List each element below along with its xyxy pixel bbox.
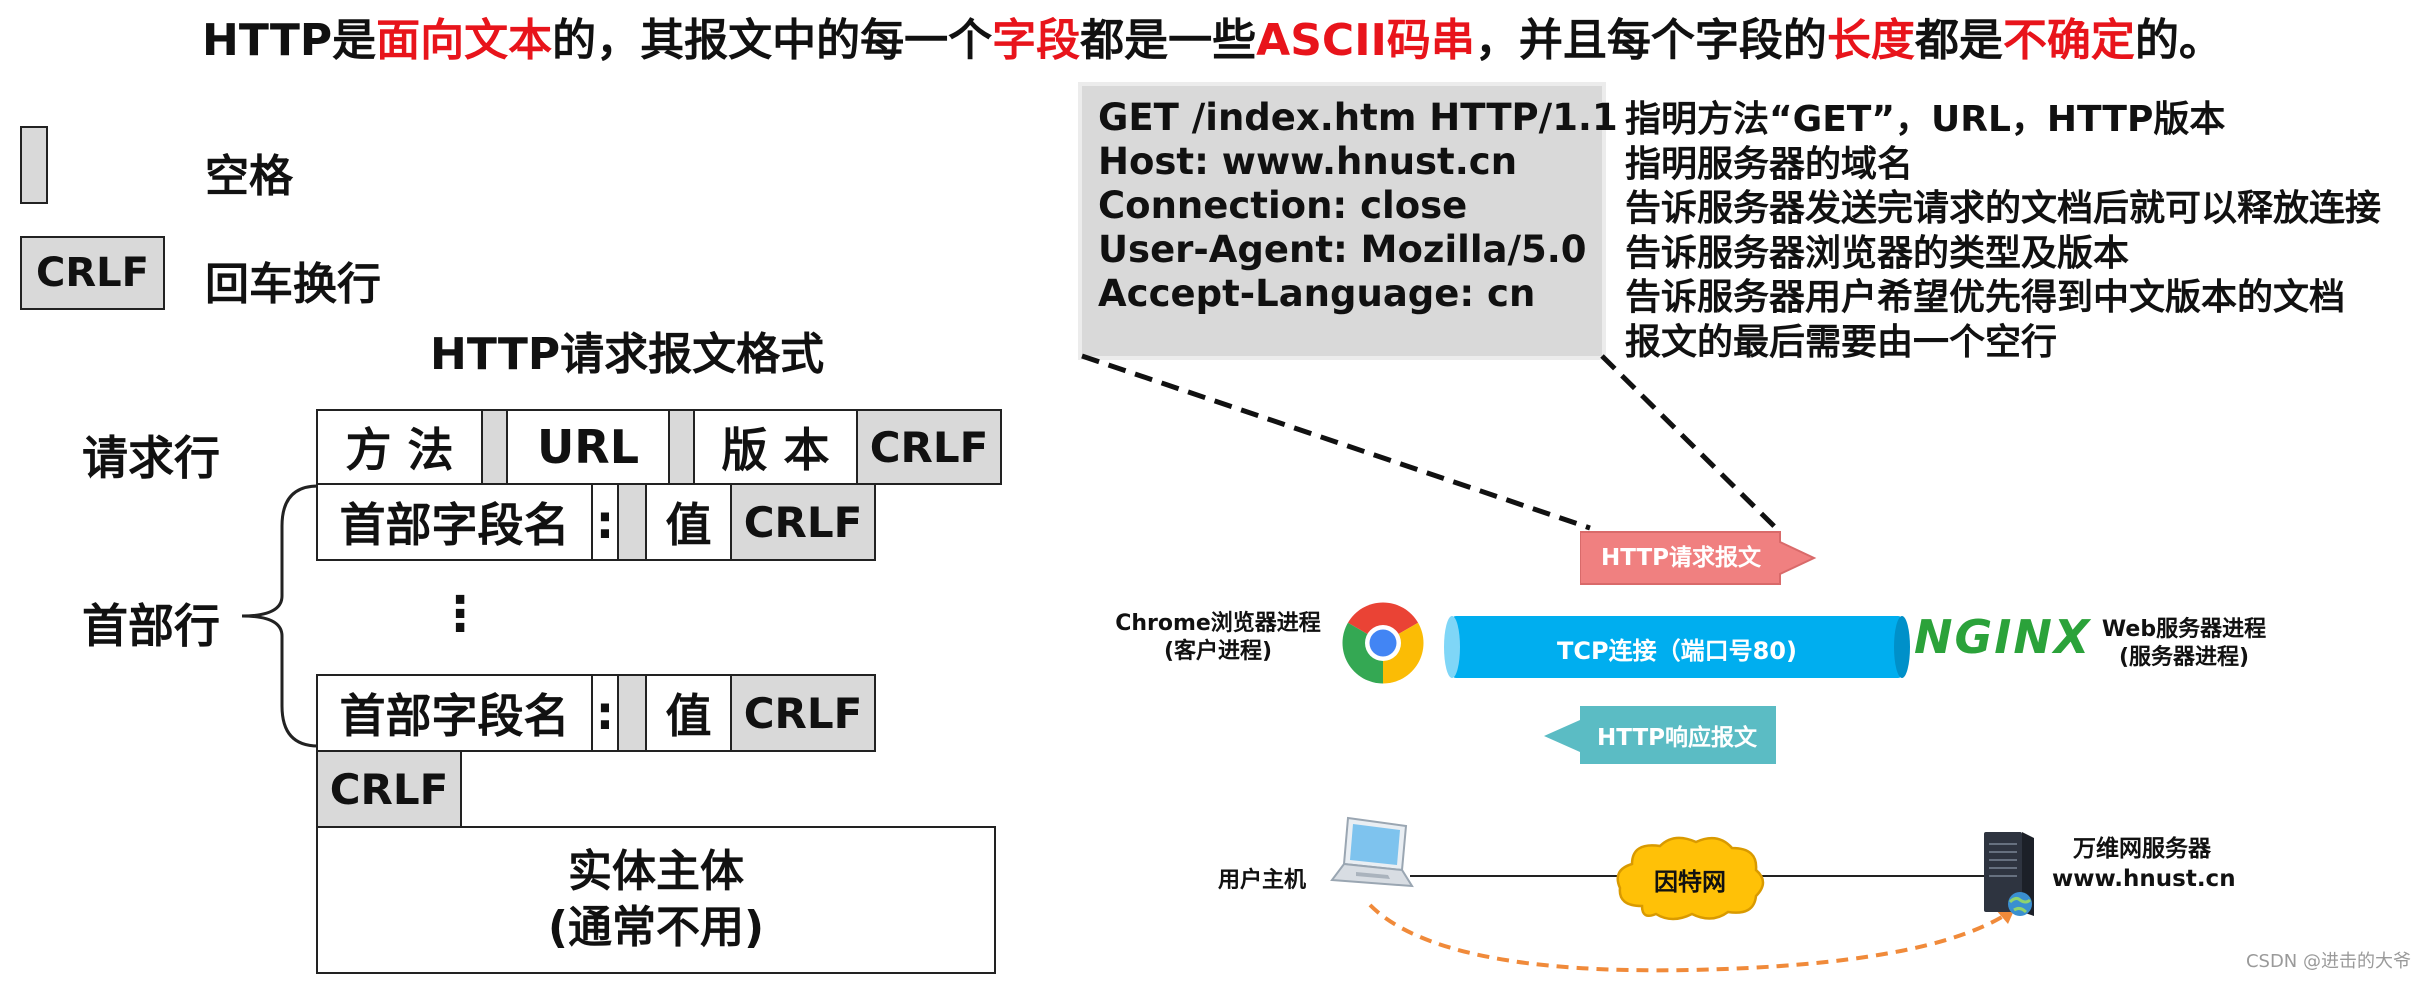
web-server-line1: 万维网服务器 xyxy=(2073,836,2211,862)
web-server-label: 万维网服务器 www.hnust.cn xyxy=(2052,834,2236,894)
header-brace xyxy=(241,484,319,748)
space-cell xyxy=(617,483,647,561)
url-cell: URL xyxy=(506,409,670,485)
tcp-connection-tube xyxy=(1444,616,1910,678)
client-process-line2: (客户进程) xyxy=(1163,639,1273,664)
user-host-label: 用户主机 xyxy=(1218,868,1307,893)
title-highlight: 面向文本 xyxy=(376,15,553,66)
internet-cloud-icon xyxy=(1616,836,1765,921)
format-heading: HTTP请求报文格式 xyxy=(430,329,825,380)
title-highlight: 字段 xyxy=(992,15,1081,66)
internet-label: 因特网 xyxy=(1654,868,1726,896)
explanation-line: 告诉服务器发送完请求的文档后就可以释放连接 xyxy=(1625,188,2382,229)
explanation-line: 报文的最后需要由一个空行 xyxy=(1625,321,2058,363)
request-line-text: GET /index.htm HTTP/1.1 xyxy=(1098,96,1618,139)
title-highlight: ASCII码串 xyxy=(1256,15,1475,66)
crlf-legend-label: 回车换行 xyxy=(205,259,381,310)
title-highlight: 不确定 xyxy=(2002,15,2135,66)
example-request-box xyxy=(1082,86,1602,356)
watermark: CSDN @进击的大爷 xyxy=(2245,951,2411,972)
crlf-cell: CRLF xyxy=(730,674,876,752)
tcp-connection-label: TCP连接（端口号80) xyxy=(1557,637,1797,665)
space-legend-box xyxy=(20,126,48,204)
crlf-cell: CRLF xyxy=(730,483,876,561)
laptop-icon xyxy=(1330,816,1414,888)
response-arrow-label: HTTP响应报文 xyxy=(1596,725,1757,751)
crlf-cell: CRLF xyxy=(856,409,1002,485)
response-arrow xyxy=(1544,706,1776,764)
web-server-line2: www.hnust.cn xyxy=(2052,866,2236,892)
empty-line-crlf-cell: CRLF xyxy=(316,750,462,828)
explanation-line: 告诉服务器用户希望优先得到中文版本的文档 xyxy=(1625,277,2346,318)
crlf-legend-box: CRLF xyxy=(20,236,165,310)
client-process-line1: Chrome浏览器进程 xyxy=(1115,611,1321,636)
explanation-line: 指明服务器的域名 xyxy=(1625,143,1914,185)
header-field-name-cell: 首部字段名 xyxy=(316,483,593,561)
request-line-text: Connection: close xyxy=(1098,184,1468,227)
explanation-list: 指明方法“GET”，URL，HTTP版本 指明服务器的域名 告诉服务器发送完请求… xyxy=(1625,98,2381,365)
value-cell: 值 xyxy=(645,483,732,561)
page-title: HTTP是面向文本的，其报文中的每一个字段都是一些ASCII码串，并且每个字段的… xyxy=(0,4,2425,68)
title-part: 的。 xyxy=(2134,15,2223,66)
title-part: 都是一些 xyxy=(1080,15,1257,66)
request-line-text: User-Agent: Mozilla/5.0 xyxy=(1098,228,1587,271)
title-highlight: 长度 xyxy=(1826,15,1915,66)
example-request-lines: GET /index.htm HTTP/1.1 Host: www.hnust.… xyxy=(1098,96,1618,316)
nginx-logo: NGINX xyxy=(1914,610,2092,664)
server-process-line1: Web服务器进程 xyxy=(2101,617,2267,642)
explanation-line: 告诉服务器浏览器的类型及版本 xyxy=(1625,232,2130,274)
space-legend-label: 空格 xyxy=(205,151,293,202)
entity-body-line1: 实体主体 xyxy=(568,846,744,897)
header-lines-label: 首部行 xyxy=(82,599,220,653)
title-part: HTTP是 xyxy=(202,15,377,66)
request-arrow xyxy=(1580,531,1817,585)
title-part: 的，其报文中的每一个 xyxy=(552,15,993,66)
title-part: 都是 xyxy=(1914,15,2003,66)
value-cell: 值 xyxy=(645,674,732,752)
server-icon xyxy=(1984,832,2034,916)
ellipsis: ⋮ xyxy=(436,586,484,642)
title-part: ，并且每个字段的 xyxy=(1474,15,1827,66)
request-line-label: 请求行 xyxy=(82,431,220,485)
server-process-line2: (服务器进程) xyxy=(2118,645,2250,670)
server-process-label: Web服务器进程 (服务器进程) xyxy=(2094,616,2274,672)
explanation-line: 指明方法“GET”，URL，HTTP版本 xyxy=(1625,99,2226,140)
entity-body: 实体主体 (通常不用) xyxy=(316,826,996,974)
chrome-logo-icon xyxy=(1342,602,1424,684)
request-line-text: Accept-Language: cn xyxy=(1098,272,1536,315)
request-arrow-label: HTTP请求报文 xyxy=(1600,545,1761,571)
entity-body-line2: (通常不用) xyxy=(547,902,765,953)
client-process-label: Chrome浏览器进程 (客户进程) xyxy=(1098,610,1338,666)
colon-cell: : xyxy=(591,674,619,752)
request-line-text: Host: www.hnust.cn xyxy=(1098,140,1518,183)
